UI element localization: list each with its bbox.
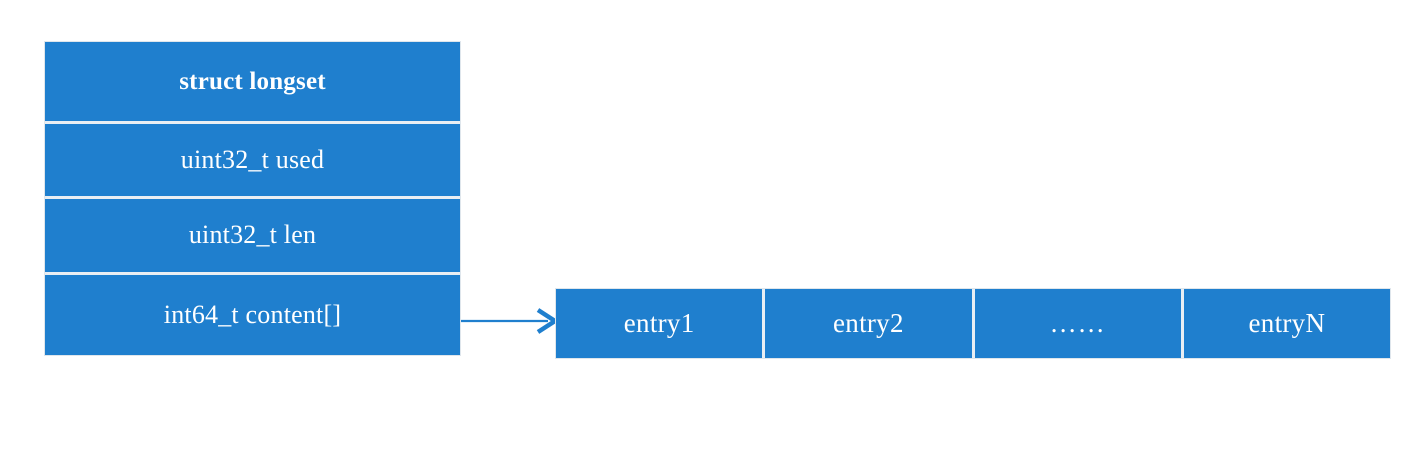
struct-header-row: struct longset: [45, 42, 460, 122]
struct-field-row-len: uint32_t len: [45, 198, 460, 272]
array-cell-entryN: entryN: [1183, 289, 1390, 358]
struct-longset-box: struct longset uint32_t used uint32_t le…: [45, 42, 460, 355]
entry-array-box: entry1 entry2 …… entryN: [556, 289, 1390, 358]
struct-field-row-content: int64_t content[]: [45, 274, 460, 355]
array-cell-ellipsis: ……: [974, 289, 1181, 358]
struct-field-row-used: uint32_t used: [45, 124, 460, 196]
arrow-right-icon: [461, 308, 560, 334]
array-cell-entry2: entry2: [765, 289, 972, 358]
connector-arrow: [460, 300, 560, 342]
array-cell-entry1: entry1: [556, 289, 763, 358]
arrow-head: [536, 308, 560, 334]
